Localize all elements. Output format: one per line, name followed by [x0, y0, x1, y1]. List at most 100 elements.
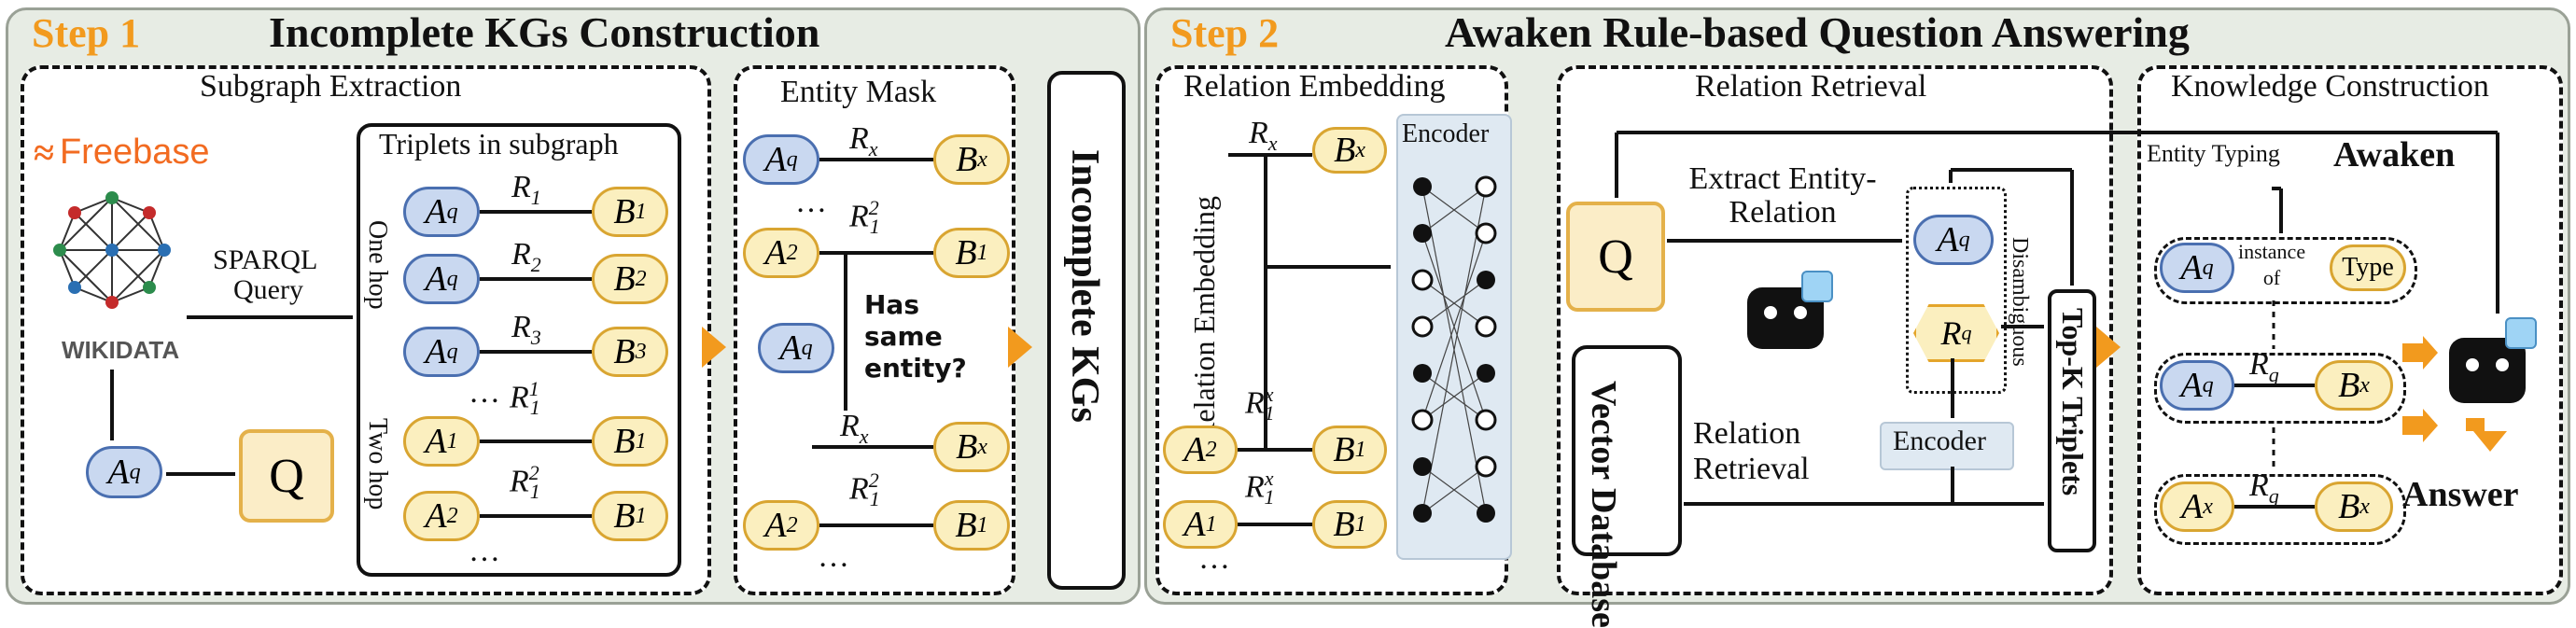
disambiguous-label: Disambiguous — [2008, 237, 2032, 367]
embed-relation: Rx — [1249, 116, 1278, 155]
extract-label: Extract Entity-Relation — [1671, 162, 1895, 230]
mask-relation: R21 — [849, 196, 880, 239]
extract-text: Extract Entity-Relation — [1688, 161, 1877, 230]
triplet-relation: R3 — [511, 310, 541, 349]
mask-relation: Rx — [840, 409, 869, 448]
wikidata-logo: WIKIDATA — [62, 336, 180, 364]
step1-label: Step 1 — [32, 10, 141, 56]
robot-icon — [1738, 271, 1837, 356]
freebase-icon: ≈ — [34, 132, 54, 174]
encoder-label: Encoder — [1402, 119, 1490, 148]
kc-relation: Rq — [2249, 347, 2279, 386]
kc-relation: Rq — [2249, 468, 2279, 508]
vector-database-text: Vector Database — [1584, 381, 1623, 628]
disambiguation-group — [1906, 187, 2007, 394]
one-hop-label: One hop — [363, 220, 392, 310]
topk-label: Top-K Triplets — [2056, 308, 2090, 496]
incomplete-kgs-label: Incomplete KGs — [1063, 149, 1106, 423]
encoder-small-label: Encoder — [1893, 426, 1986, 456]
vector-database-label: Vector Database — [1583, 381, 1624, 628]
relation-retrieval-label: Relation Retrieval — [1693, 416, 1861, 487]
answer-label: Answer — [2402, 475, 2519, 514]
entity-typing-label: Entity Typing — [2147, 140, 2280, 167]
triplet-group — [2154, 353, 2406, 424]
type-node: Type — [2330, 244, 2406, 291]
ellipsis: … — [795, 185, 827, 219]
two-hop-label: Two hop — [363, 418, 392, 510]
awaken-label: Awaken — [2333, 135, 2456, 174]
flow-arrow — [702, 327, 726, 368]
ellipsis: … — [818, 539, 849, 574]
topk-box — [2048, 289, 2096, 552]
triplet-relation: R21 — [510, 461, 540, 504]
freebase-logo: ≈ Freebase — [34, 131, 210, 174]
ellipsis: … — [1198, 541, 1230, 576]
has-same-entity-label: Has same entity? — [864, 289, 967, 384]
relation-retrieval-text: Relation Retrieval — [1693, 416, 1810, 486]
ellipsis: … — [469, 375, 500, 410]
relation-retrieval-title: Relation Retrieval — [1695, 69, 1927, 104]
question-box-retrieval: Q — [1566, 202, 1665, 312]
freebase-text: Freebase — [59, 133, 210, 172]
embed-relation: Rx1 — [1245, 467, 1275, 509]
mask-relation: R21 — [849, 468, 880, 511]
answer-down-arrow-icon — [2473, 431, 2507, 452]
embed-relation: Rx1 — [1245, 383, 1275, 426]
triplet-relation: R2 — [511, 237, 541, 276]
ellipsis: … — [469, 534, 500, 568]
query-label: Query — [233, 274, 303, 305]
instance-of-label: instance of — [2238, 240, 2306, 289]
step2-title: Awaken Rule-based Question Answering — [1445, 8, 2190, 56]
entity-mask-title: Entity Mask — [780, 75, 937, 109]
mask-relation: Rx — [849, 121, 878, 160]
question-box-subgraph: Q — [239, 429, 334, 523]
step2-label: Step 2 — [1170, 10, 1280, 56]
triplets-title: Triplets in subgraph — [379, 127, 619, 160]
flow-arrow — [1008, 327, 1032, 368]
triplet-relation: R11 — [510, 377, 540, 420]
triplet-relation: R1 — [511, 170, 541, 209]
incomplete-kgs-box — [1047, 71, 1126, 590]
relation-embedding-title: Relation Embedding — [1183, 69, 1446, 104]
knowledge-construction-title: Knowledge Construction — [2171, 69, 2489, 104]
subgraph-extraction-title: Subgraph Extraction — [200, 69, 462, 104]
encoder-small-box — [1880, 422, 2014, 470]
rule-group — [2154, 474, 2406, 545]
flow-arrow — [2096, 327, 2121, 368]
step1-title: Incomplete KGs Construction — [269, 8, 820, 56]
vector-database — [1572, 345, 1682, 556]
typing-group — [2154, 237, 2417, 304]
